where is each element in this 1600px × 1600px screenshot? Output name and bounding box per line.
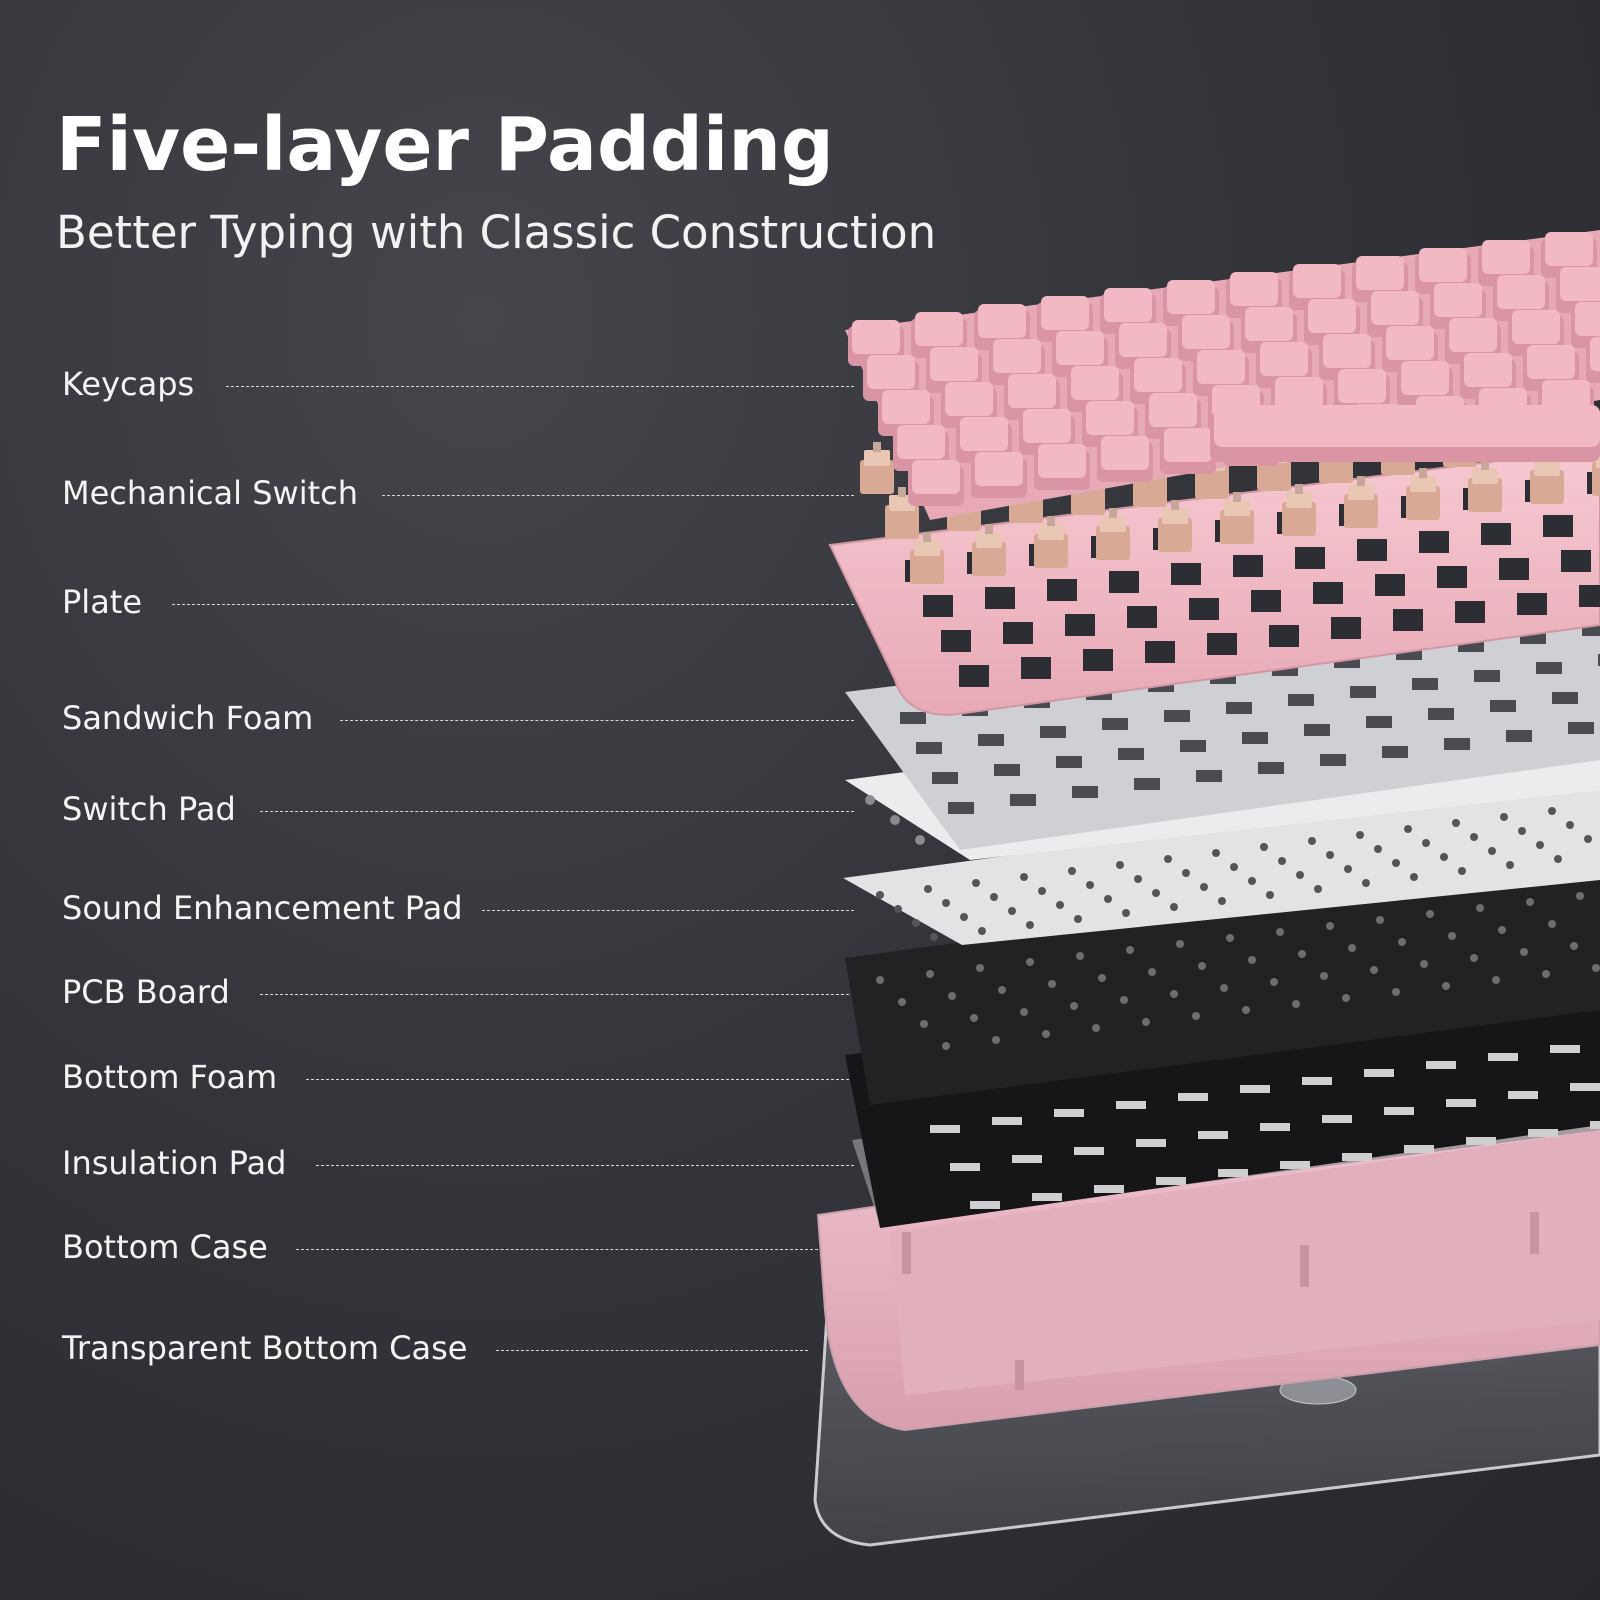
leader-line bbox=[316, 1165, 854, 1166]
label-insulation-pad: Insulation Pad bbox=[62, 1144, 287, 1182]
label-transparent-bottom-case: Transparent Bottom Case bbox=[62, 1329, 468, 1367]
label-mechanical-switch: Mechanical Switch bbox=[62, 474, 359, 512]
leader-line bbox=[382, 495, 854, 496]
leader-line bbox=[260, 994, 854, 995]
bottom-case-layer bbox=[816, 1098, 1600, 1432]
leader-line bbox=[296, 1249, 818, 1250]
page-subtitle: Better Typing with Classic Construction bbox=[56, 206, 937, 259]
leader-line bbox=[172, 604, 854, 605]
label-bottom-foam: Bottom Foam bbox=[62, 1058, 278, 1096]
sound-enhancement-pad-layer bbox=[843, 775, 1600, 945]
label-pcb-board: PCB Board bbox=[62, 973, 230, 1011]
pcb-board-layer bbox=[845, 855, 1600, 1105]
label-sandwich-foam: Sandwich Foam bbox=[62, 699, 314, 737]
label-sound-enhancement-pad: Sound Enhancement Pad bbox=[62, 889, 463, 927]
sandwich-foam-layer bbox=[845, 600, 1600, 850]
label-switch-pad: Switch Pad bbox=[62, 790, 236, 828]
page-title: Five-layer Padding bbox=[56, 102, 834, 188]
leader-line bbox=[306, 1079, 854, 1080]
label-plate: Plate bbox=[62, 583, 143, 621]
leader-line bbox=[260, 811, 854, 812]
leader-line bbox=[226, 386, 854, 387]
label-bottom-case: Bottom Case bbox=[62, 1228, 268, 1266]
leader-line bbox=[482, 910, 854, 911]
label-keycaps: Keycaps bbox=[62, 365, 195, 403]
leader-line bbox=[496, 1350, 808, 1351]
leader-line bbox=[340, 720, 854, 721]
exploded-keyboard-illustration bbox=[813, 230, 1600, 1547]
keycaps-layer bbox=[845, 230, 1600, 520]
